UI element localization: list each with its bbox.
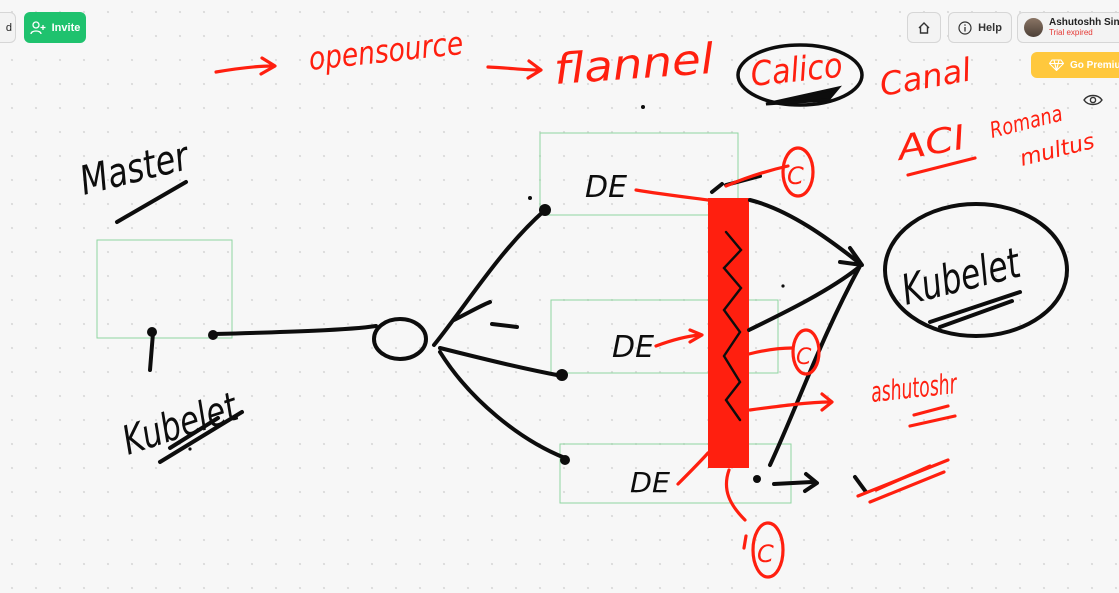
user-menu[interactable]: Ashutoshh Singh Trial expired — [1017, 12, 1119, 43]
node-frame-2 — [550, 299, 779, 374]
master-frame — [96, 239, 233, 339]
network-bar-zigzag — [722, 230, 743, 422]
diamond-icon — [1049, 59, 1064, 71]
label-master: Master — [75, 133, 195, 205]
user-info: Ashutoshh Singh Trial expired — [1049, 17, 1119, 38]
label-kubelet-left: Kubelet — [117, 384, 244, 465]
label-de-2: DE — [612, 330, 654, 365]
label-calico: Calico — [749, 46, 845, 95]
help-button[interactable]: Help — [948, 12, 1012, 43]
go-premium-button[interactable]: Go Premium — [1031, 52, 1119, 78]
node-frame-1 — [539, 132, 739, 216]
label-romana: Romana — [987, 102, 1065, 144]
share-button-label: d — [5, 21, 12, 34]
label-open-source: opensource — [307, 24, 465, 78]
network-bar — [708, 198, 749, 468]
trial-status: Trial expired — [1049, 28, 1093, 37]
label-c-2: C — [796, 345, 812, 370]
label-canal: Canal — [877, 50, 974, 103]
red-ink — [214, 56, 977, 579]
share-button[interactable]: d — [0, 12, 16, 43]
label-de-3: DE — [630, 466, 670, 499]
label-flannel: flannel — [552, 34, 715, 94]
node-frame-3 — [559, 443, 792, 504]
user-name: Ashutoshh Singh — [1049, 17, 1119, 28]
label-c-1: C — [787, 162, 804, 190]
node-frames — [96, 132, 792, 504]
premium-label: Go Premium — [1070, 59, 1119, 71]
invite-label: Invite — [51, 21, 81, 34]
avatar — [1024, 18, 1043, 37]
label-de-1: DE — [585, 170, 627, 205]
label-multus: multus — [1017, 129, 1097, 172]
home-icon — [918, 21, 930, 34]
help-label: Help — [978, 21, 1002, 34]
calico-highlight — [736, 43, 864, 107]
eye-icon[interactable] — [1083, 92, 1103, 108]
invite-button[interactable]: Invite — [24, 12, 86, 43]
home-button[interactable] — [907, 12, 941, 43]
label-c-3: C — [757, 540, 774, 568]
help-circle-icon — [958, 20, 972, 35]
black-dots — [147, 105, 785, 483]
user-plus-icon — [29, 20, 46, 34]
label-ashutoshr: ashutoshr — [869, 367, 959, 409]
black-ink — [115, 174, 1069, 494]
